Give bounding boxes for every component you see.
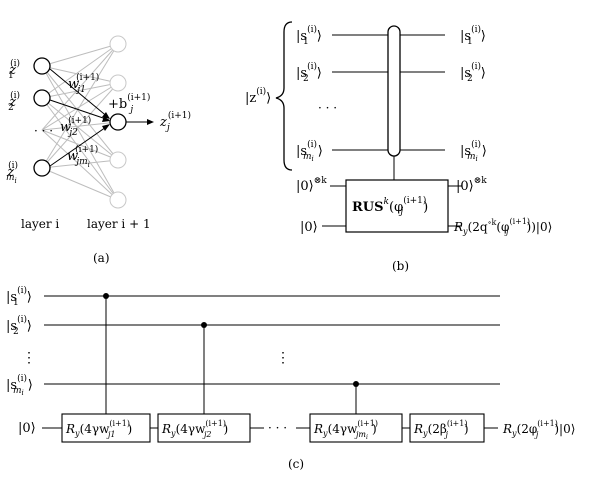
- gate-label-beta: Ry(2β(i+1)j): [413, 419, 469, 439]
- z-register-label: |z(i)⟩: [245, 86, 271, 106]
- panel-b-circuit: |z(i)⟩ RUSk(φ(i+1)j) |s(i)1⟩ |s(i)2⟩ |s(…: [245, 21, 552, 273]
- register-brace: [275, 21, 293, 171]
- gray-node-1: [109, 35, 127, 53]
- panel-c-circuit: Ry(4γw(i+1)j1) Ry(4γw(i+1)j2) Ry(4γw(i+1…: [6, 285, 575, 471]
- ket-input-1: |s(i)1⟩: [296, 24, 322, 47]
- gray-connections: [41, 43, 119, 201]
- c-ket-1: |s(i)1⟩: [6, 285, 32, 308]
- weight-label-m: w(i+1)jmi: [67, 144, 98, 169]
- control-dot-m: [353, 381, 359, 387]
- weight-label-1: w(i+1)j1: [68, 72, 99, 95]
- ket-input-m: |s(i)mi⟩: [296, 139, 323, 163]
- input-node-2: [33, 89, 51, 107]
- c-ket-2: |s(i)2⟩: [6, 314, 32, 337]
- gate-ry-beta: [409, 413, 485, 443]
- input-node-m: [33, 159, 51, 177]
- gate-ry-w1: [61, 413, 151, 443]
- c-hdots: · · ·: [268, 421, 287, 435]
- input-label-m: z(i)mi: [6, 160, 18, 185]
- control-pill: [387, 25, 401, 157]
- weight-label-2: w(i+1)j2: [60, 115, 91, 138]
- out-ry-expression: Ry(2q∘k(φ(i+1)j))|0⟩: [453, 217, 552, 236]
- gate-ry-wm: [309, 413, 403, 443]
- layer-i1-label: layer i + 1: [87, 217, 151, 231]
- bias-label: +b(i+1)j: [108, 92, 150, 115]
- c-vdots-left: ⋮: [22, 350, 36, 366]
- c-ket-m: |s(i)mi⟩: [6, 373, 33, 397]
- c-output-expression: Ry(2φ(i+1)j)|0⟩: [502, 419, 575, 439]
- c-zero: |0⟩: [18, 421, 36, 436]
- gate-label-w1: Ry(4γw(i+1)j1): [65, 419, 132, 439]
- ket-dots: · · ·: [318, 101, 337, 115]
- ket-output-1: |s(i)1⟩: [460, 24, 486, 47]
- ket-output-2: |s(i)2⟩: [460, 61, 486, 84]
- rus-box-label: RUSk(φ(i+1)j): [352, 195, 428, 217]
- input-dots: · · ·: [34, 124, 53, 138]
- gate-label-w2: Ry(4γw(i+1)j2): [161, 419, 228, 439]
- output-label: z(i+1)j: [159, 110, 191, 133]
- out-zero-k: |0⟩⊗k: [456, 176, 487, 194]
- caption-a: (a): [93, 251, 110, 265]
- gate-ry-w2: [157, 413, 251, 443]
- rus-box: [345, 179, 449, 233]
- gray-node-2: [109, 74, 127, 92]
- caption-c: (c): [288, 457, 304, 471]
- caption-b: (b): [392, 259, 409, 273]
- control-dot-1: [103, 293, 109, 299]
- target-node: [109, 113, 127, 131]
- gate-label-wm: Ry(4γw(i+1)jmi): [313, 419, 378, 441]
- gray-node-4: [109, 151, 127, 169]
- ancilla-zero-k: |0⟩⊗k: [296, 176, 327, 194]
- input-label-1: z(i)1: [8, 58, 20, 81]
- layer-i-label: layer i: [21, 217, 59, 231]
- input-label-2: z(i)2: [8, 90, 20, 113]
- ket-input-2: |s(i)2⟩: [296, 61, 322, 84]
- ancilla-zero: |0⟩: [300, 220, 318, 235]
- gray-node-5: [109, 191, 127, 209]
- c-vdots-mid: ⋮: [276, 350, 290, 366]
- control-dot-2: [201, 322, 207, 328]
- input-node-1: [33, 57, 51, 75]
- ket-output-m: |s(i)mi⟩: [460, 139, 487, 163]
- panel-a-network: z(i)1 z(i)2 z(i)mi · · · w(i+1)j1 w(i+1)…: [6, 35, 191, 265]
